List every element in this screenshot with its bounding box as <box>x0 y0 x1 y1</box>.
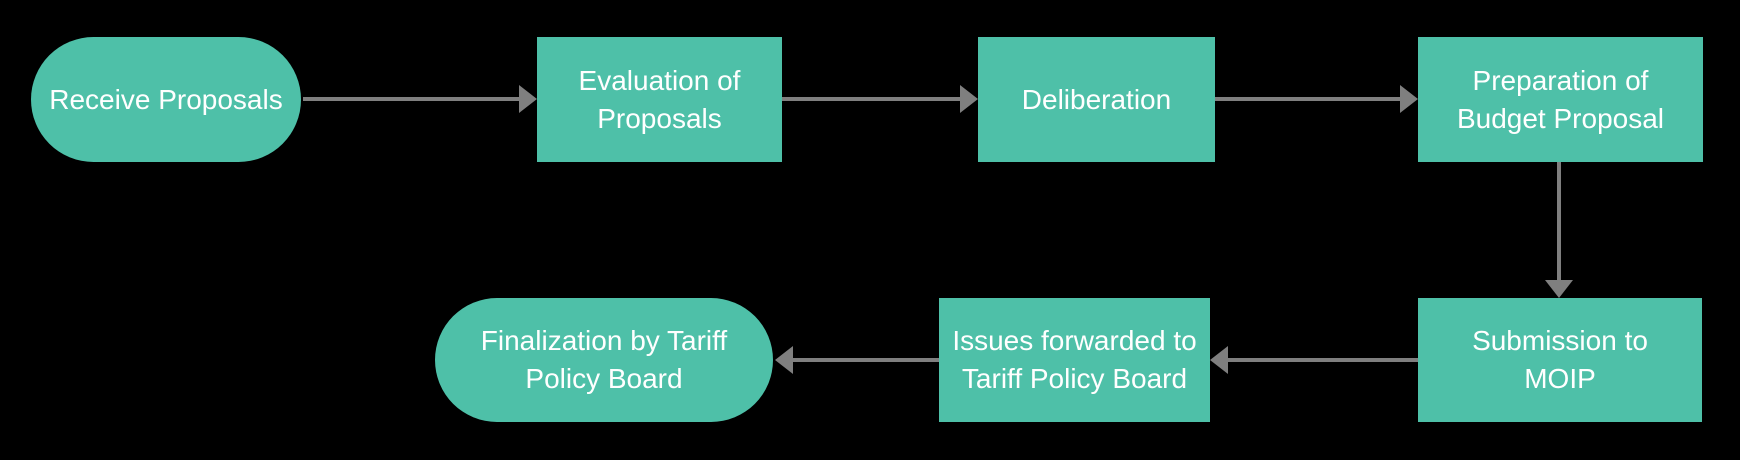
connector-line <box>1215 97 1400 101</box>
node-label: Evaluation of Proposals <box>578 64 741 134</box>
node-receive-proposals: Receive Proposals <box>31 37 301 162</box>
node-preparation-of-budget-proposal: Preparation of Budget Proposal <box>1418 37 1703 162</box>
node-issues-forwarded-to-tariff-policy-board: Issues forwarded to Tariff Policy Board <box>939 298 1210 422</box>
arrowhead-right-icon <box>519 85 537 113</box>
connector-line <box>782 97 960 101</box>
arrowhead-right-icon <box>960 85 978 113</box>
arrowhead-left-icon <box>1210 346 1228 374</box>
node-label: Receive Proposals <box>49 83 283 115</box>
node-submission-to-moip: Submission to MOIP <box>1418 298 1702 422</box>
node-label: Finalization by Tariff Policy Board <box>480 325 728 394</box>
node-finalization-by-tariff-policy-board: Finalization by Tariff Policy Board <box>435 298 773 422</box>
node-label: Preparation of Budget Proposal <box>1456 64 1665 134</box>
connector-line <box>793 358 939 362</box>
arrowhead-left-icon <box>775 346 793 374</box>
arrowhead-right-icon <box>1400 85 1418 113</box>
connector-line <box>303 97 519 101</box>
arrowhead-down-icon <box>1545 280 1573 298</box>
node-evaluation-of-proposals: Evaluation of Proposals <box>537 37 782 162</box>
connector-line <box>1557 162 1561 280</box>
connector-line <box>1228 358 1418 362</box>
node-deliberation: Deliberation <box>978 37 1215 162</box>
node-label: Submission to MOIP <box>1472 325 1648 394</box>
node-label: Deliberation <box>1021 83 1172 115</box>
node-label: Issues forwarded to Tariff Policy Board <box>952 325 1197 394</box>
